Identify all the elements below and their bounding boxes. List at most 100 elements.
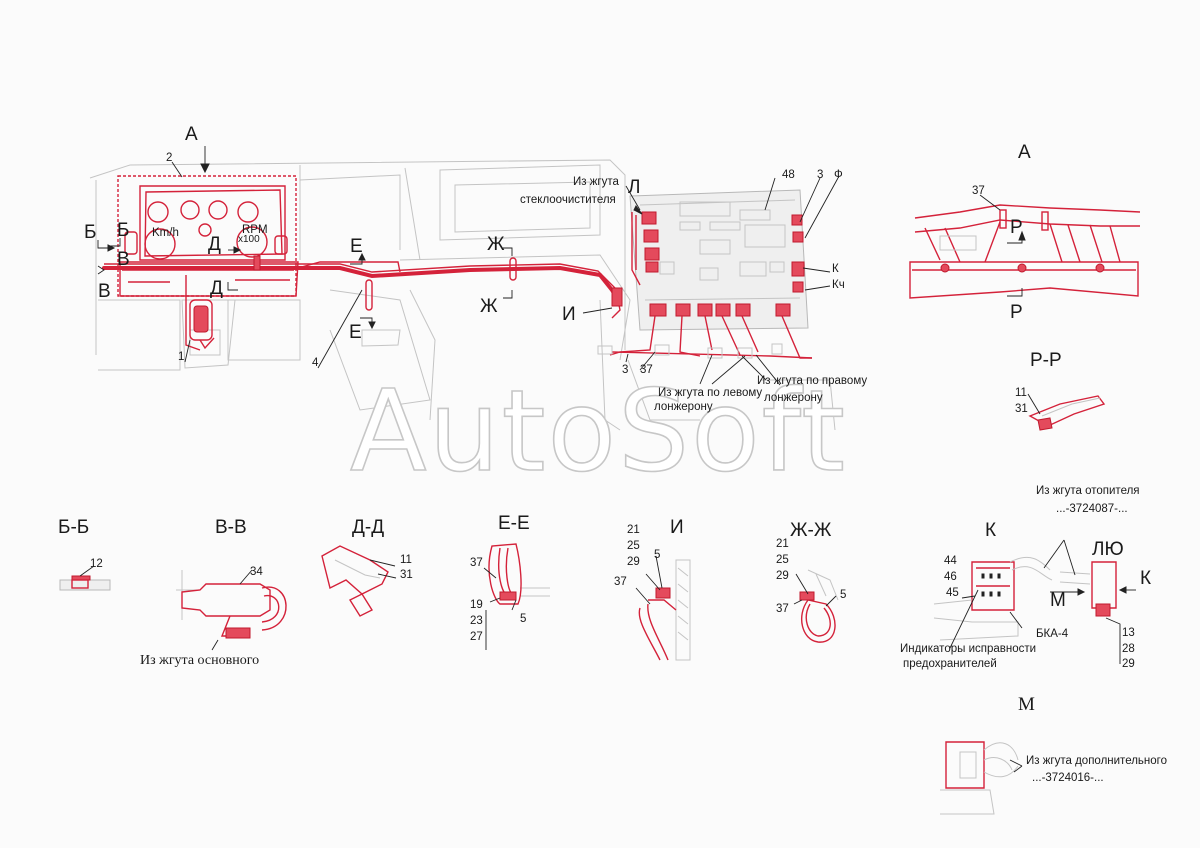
- from-heater-line2: ...-3724087-...: [1056, 503, 1128, 515]
- section-v-label: В: [117, 249, 130, 270]
- zh-callout-21: 21: [776, 538, 789, 550]
- k-detail: [933, 539, 1136, 664]
- section-e-label: Е: [350, 236, 363, 257]
- bb-title: Б-Б: [58, 517, 89, 538]
- bb-callout-12: 12: [90, 558, 103, 570]
- rr-callout-11: 11: [1015, 387, 1027, 399]
- k-callout-13: 13: [1122, 627, 1135, 639]
- i-detail: [635, 555, 691, 661]
- section-b-label: Б: [84, 222, 96, 243]
- fuse-indicators-line2: предохранителей: [903, 658, 997, 670]
- right-spar-line1: Из жгута по правому: [757, 375, 867, 387]
- section-zh-label-2: Ж: [480, 296, 498, 317]
- section-e-label-2: Е: [349, 322, 362, 343]
- main-harness: [102, 255, 623, 319]
- k-title: К: [985, 520, 996, 541]
- from-extra-line1: Из жгута дополнительного: [1026, 755, 1167, 767]
- vv-title: В-В: [215, 517, 247, 538]
- tachometer-label: RPM: [242, 224, 268, 236]
- connector-kch-label: Кч: [832, 279, 845, 291]
- right-spar-line2: лонжерону: [764, 392, 823, 404]
- fuse-relay-block: [597, 189, 813, 359]
- from-extra-line2: ...-3724016-...: [1032, 772, 1104, 784]
- i-callout-37: 37: [614, 576, 627, 588]
- vv-detail: [176, 569, 287, 651]
- callout-48: 48: [782, 169, 795, 181]
- ee-callout-5: 5: [520, 613, 526, 625]
- rr-title: Р-Р: [1030, 350, 1062, 371]
- speedometer-label: Km/h: [152, 227, 179, 239]
- dd-detail: [321, 545, 397, 617]
- labels: А 2 Б Б В В Д Д Е Е Ж Ж И 1 4 Km/h RPM x…: [58, 124, 1167, 784]
- left-spar-line2: лонжерону: [654, 401, 713, 413]
- connector-f-label: Ф: [834, 169, 843, 181]
- zhzh-detail: [793, 569, 839, 643]
- left-spar-line1: Из жгута по левому: [658, 387, 762, 399]
- rr-callout-31: 31: [1015, 403, 1028, 415]
- m-title: М: [1018, 694, 1035, 715]
- vv-callout-34: 34: [250, 566, 263, 578]
- fuse-indicators-line1: Индикаторы исправности: [900, 643, 1036, 655]
- ee-callout-19: 19: [470, 599, 483, 611]
- k-callout-45: 45: [946, 587, 959, 599]
- callout-1: 1: [178, 351, 184, 363]
- section-d-label-2: Д: [210, 278, 223, 299]
- m-detail: [940, 741, 1023, 815]
- rr-detail: [1027, 393, 1106, 431]
- zh-callout-29: 29: [776, 570, 789, 582]
- i-title: И: [670, 517, 684, 538]
- callout-2: 2: [166, 152, 172, 164]
- view-a-callout-37: 37: [972, 185, 985, 197]
- section-d-label: Д: [208, 234, 221, 255]
- zh-callout-25: 25: [776, 554, 789, 566]
- ee-callout-23: 23: [470, 615, 483, 627]
- ee-detail: [483, 543, 550, 650]
- tachometer-scale: x100: [238, 234, 260, 245]
- view-a-detail: [909, 194, 1141, 299]
- section-v-label-2: В: [98, 281, 111, 302]
- from-wiper-line2: стеклоочистителя: [520, 194, 616, 206]
- connector-k-label: К: [832, 263, 839, 275]
- instrument-cluster: [117, 175, 299, 297]
- view-l-label: Л: [628, 177, 640, 198]
- view-k-arrow-label: К: [1140, 568, 1151, 589]
- vv-from-main: Из жгута основного: [140, 653, 259, 668]
- view-a-label: А: [185, 124, 198, 145]
- view-lyu-label: ЛЮ: [1092, 539, 1124, 560]
- callout-4: 4: [312, 357, 319, 369]
- dd-title: Д-Д: [352, 517, 384, 538]
- callout-3-bottom: 3: [622, 364, 628, 376]
- ee-callout-27: 27: [470, 631, 483, 643]
- k-callout-44: 44: [944, 555, 957, 567]
- view-m-arrow-label: М: [1050, 590, 1066, 611]
- zhzh-title: Ж-Ж: [790, 520, 832, 541]
- callout-3-top: 3: [817, 169, 823, 181]
- section-p-label-2: Р: [1010, 302, 1023, 323]
- i-callout-29: 29: [627, 556, 640, 568]
- from-heater-line1: Из жгута отопителя: [1036, 485, 1140, 497]
- section-zh-label: Ж: [487, 234, 505, 255]
- bb-detail: [59, 565, 111, 591]
- section-p-label: Р: [1010, 217, 1023, 238]
- k-callout-29: 29: [1122, 658, 1135, 670]
- i-callout-25: 25: [627, 540, 640, 552]
- dd-callout-31: 31: [400, 569, 413, 581]
- i-callout-21: 21: [627, 524, 640, 536]
- ee-callout-37: 37: [470, 557, 483, 569]
- k-callout-28: 28: [1122, 643, 1135, 655]
- view-i-label: И: [562, 304, 576, 325]
- cab-outline: [89, 159, 836, 431]
- from-wiper-line1: Из жгута: [573, 176, 620, 188]
- section-b-label-2: Б: [117, 220, 129, 241]
- callout-37: 37: [640, 364, 653, 376]
- zh-callout-37: 37: [776, 603, 789, 615]
- bka-label: БКА-4: [1036, 628, 1069, 640]
- zh-callout-5: 5: [840, 589, 846, 601]
- leader-lines: [97, 146, 839, 386]
- i-callout-5: 5: [654, 549, 660, 561]
- lower-switch: [185, 275, 215, 351]
- k-callout-46: 46: [944, 571, 957, 583]
- ee-title: Е-Е: [498, 513, 530, 534]
